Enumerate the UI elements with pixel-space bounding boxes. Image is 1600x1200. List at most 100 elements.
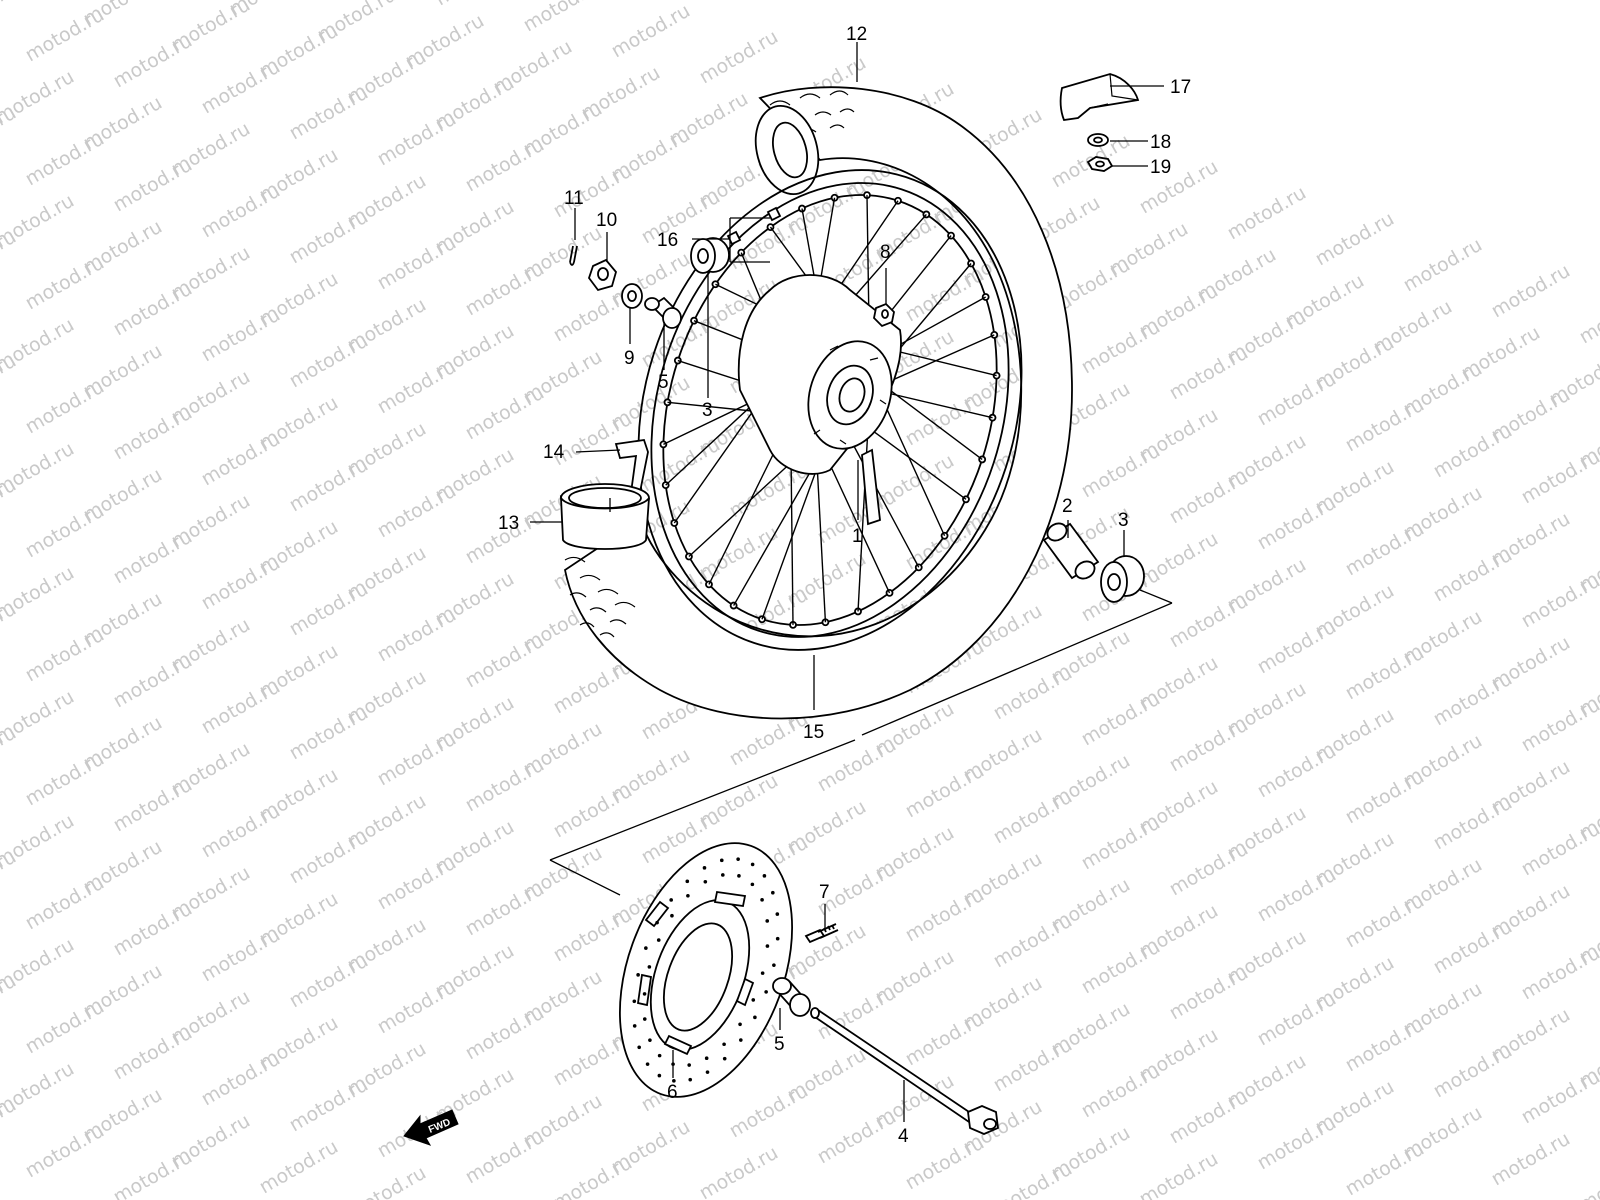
hub: [737, 274, 902, 526]
watermark-text: motod.ru: [1400, 234, 1486, 297]
watermark-text: motod.ru: [22, 128, 108, 191]
disc-hole: [765, 944, 770, 948]
spacer: [1042, 522, 1100, 580]
watermark-text: motod.ru: [286, 950, 372, 1013]
watermark-text: motod.ru: [462, 1002, 548, 1065]
watermark-text: motod.ru: [990, 910, 1076, 973]
disc-hole: [637, 1045, 641, 1050]
disc-hole: [738, 1022, 742, 1027]
watermark-text: motod.ru: [1430, 668, 1516, 731]
watermark-text: motod.ru: [902, 1132, 988, 1195]
nut-8: [873, 302, 895, 328]
callout-3-left: 3: [702, 400, 713, 421]
watermark-text: motod.ru: [286, 578, 372, 641]
watermark-text: motod.ru: [814, 734, 900, 797]
callout-9: 9: [624, 348, 635, 369]
disc-hole: [719, 858, 724, 863]
watermark-text: motod.ru: [1254, 492, 1340, 555]
castle-nut: [587, 258, 617, 292]
disc-hole: [642, 992, 647, 996]
callout-5-lower: 5: [774, 1034, 785, 1055]
disc-hole: [739, 1038, 743, 1042]
disc-hole: [703, 879, 708, 884]
watermark-text: motod.ru: [1342, 890, 1428, 953]
disc-hole: [687, 1063, 691, 1067]
watermark-text: motod.ru: [110, 402, 196, 465]
callout-1: 1: [852, 526, 863, 547]
watermark-text: motod.ru: [1430, 1040, 1516, 1103]
callout-18: 18: [1150, 132, 1171, 153]
watermark-text: motod.ru: [344, 1162, 430, 1200]
disc-hole: [656, 938, 661, 942]
callout-17: 17: [1170, 77, 1191, 98]
watermark-text: motod.ru: [1136, 1148, 1222, 1200]
disc-hole: [771, 890, 775, 895]
watermark-text: motod.ru: [22, 872, 108, 935]
callout-16: 16: [657, 230, 678, 251]
disc-hole: [722, 1056, 727, 1061]
callout-10: 10: [596, 210, 617, 231]
watermark-text: motod.ru: [0, 0, 20, 40]
watermark-text: motod.ru: [198, 552, 284, 615]
disc-hole: [657, 1073, 662, 1078]
watermark-text: motod.ru: [1576, 286, 1600, 349]
watermark-text: motod.ru: [1254, 740, 1340, 803]
watermark-text: motod.ru: [550, 1152, 636, 1200]
watermark-text: motod.ru: [1078, 440, 1164, 503]
watermark-text: motod.ru: [110, 30, 196, 93]
collar-lower: [772, 977, 811, 1017]
watermark-text: motod.ru: [22, 748, 108, 811]
watermark-text: motod.ru: [1342, 766, 1428, 829]
watermark-text: motod.ru: [1254, 616, 1340, 679]
collar-upper: [644, 296, 682, 329]
watermark-text: motod.ru: [1254, 1112, 1340, 1175]
watermark-text: motod.ru: [1136, 156, 1222, 219]
callout-4: 4: [898, 1126, 909, 1147]
watermark-text: motod.ru: [286, 330, 372, 393]
watermark-text: motod.ru: [1518, 694, 1600, 757]
watermark-text: motod.ru: [462, 1126, 548, 1189]
washer-18: [1087, 133, 1109, 147]
watermark-text: motod.ru: [374, 232, 460, 295]
callout-12: 12: [846, 24, 867, 45]
watermark-text: motod.ru: [110, 1146, 196, 1200]
watermark-text: motod.ru: [432, 0, 518, 10]
disc-hole: [765, 919, 770, 923]
watermark-text: motod.ru: [286, 82, 372, 145]
watermark-text: motod.ru: [110, 650, 196, 713]
watermark-text: motod.ru: [902, 884, 988, 947]
watermark-text: motod.ru: [22, 4, 108, 67]
disc-hole: [642, 1017, 647, 1021]
watermark-text: motod.ru: [1078, 688, 1164, 751]
watermark-text: motod.ru: [462, 382, 548, 445]
watermark-text: motod.ru: [550, 160, 636, 223]
watermark-text: motod.ru: [198, 1048, 284, 1111]
watermark-text: motod.ru: [1518, 1066, 1600, 1129]
watermark-text: motod.ru: [1166, 342, 1252, 405]
disc-hole: [647, 965, 652, 969]
tube: [559, 483, 650, 550]
watermark-text: motod.ru: [1078, 316, 1164, 379]
watermark-text: motod.ru: [1166, 714, 1252, 777]
watermark-text: motod.ru: [22, 252, 108, 315]
bearing-right: [1100, 555, 1145, 603]
watermark-text: motod.ru: [1342, 518, 1428, 581]
leader-lines: [530, 42, 1164, 1122]
watermark-text: motod.ru: [22, 996, 108, 1059]
watermark-text: motod.ru: [22, 376, 108, 439]
watermark-text: motod.ru: [374, 108, 460, 171]
watermark-text: motod.ru: [1078, 936, 1164, 999]
watermark-text: motod.ru: [1254, 988, 1340, 1051]
watermark-text: motod.ru: [1078, 812, 1164, 875]
watermark-text: motod.ru: [1254, 368, 1340, 431]
spoke-nipple-parts: [726, 206, 782, 246]
disc-hole: [657, 1053, 662, 1058]
watermark-text: motod.ru: [1166, 466, 1252, 529]
watermark-text: motod.ru: [902, 1008, 988, 1071]
watermark-text: motod.ru: [1342, 642, 1428, 705]
callout-2: 2: [1062, 496, 1073, 517]
watermark-text: motod.ru: [1488, 260, 1574, 323]
watermark-text: motod.ru: [286, 206, 372, 269]
watermark-text: motod.ru: [1342, 1014, 1428, 1077]
